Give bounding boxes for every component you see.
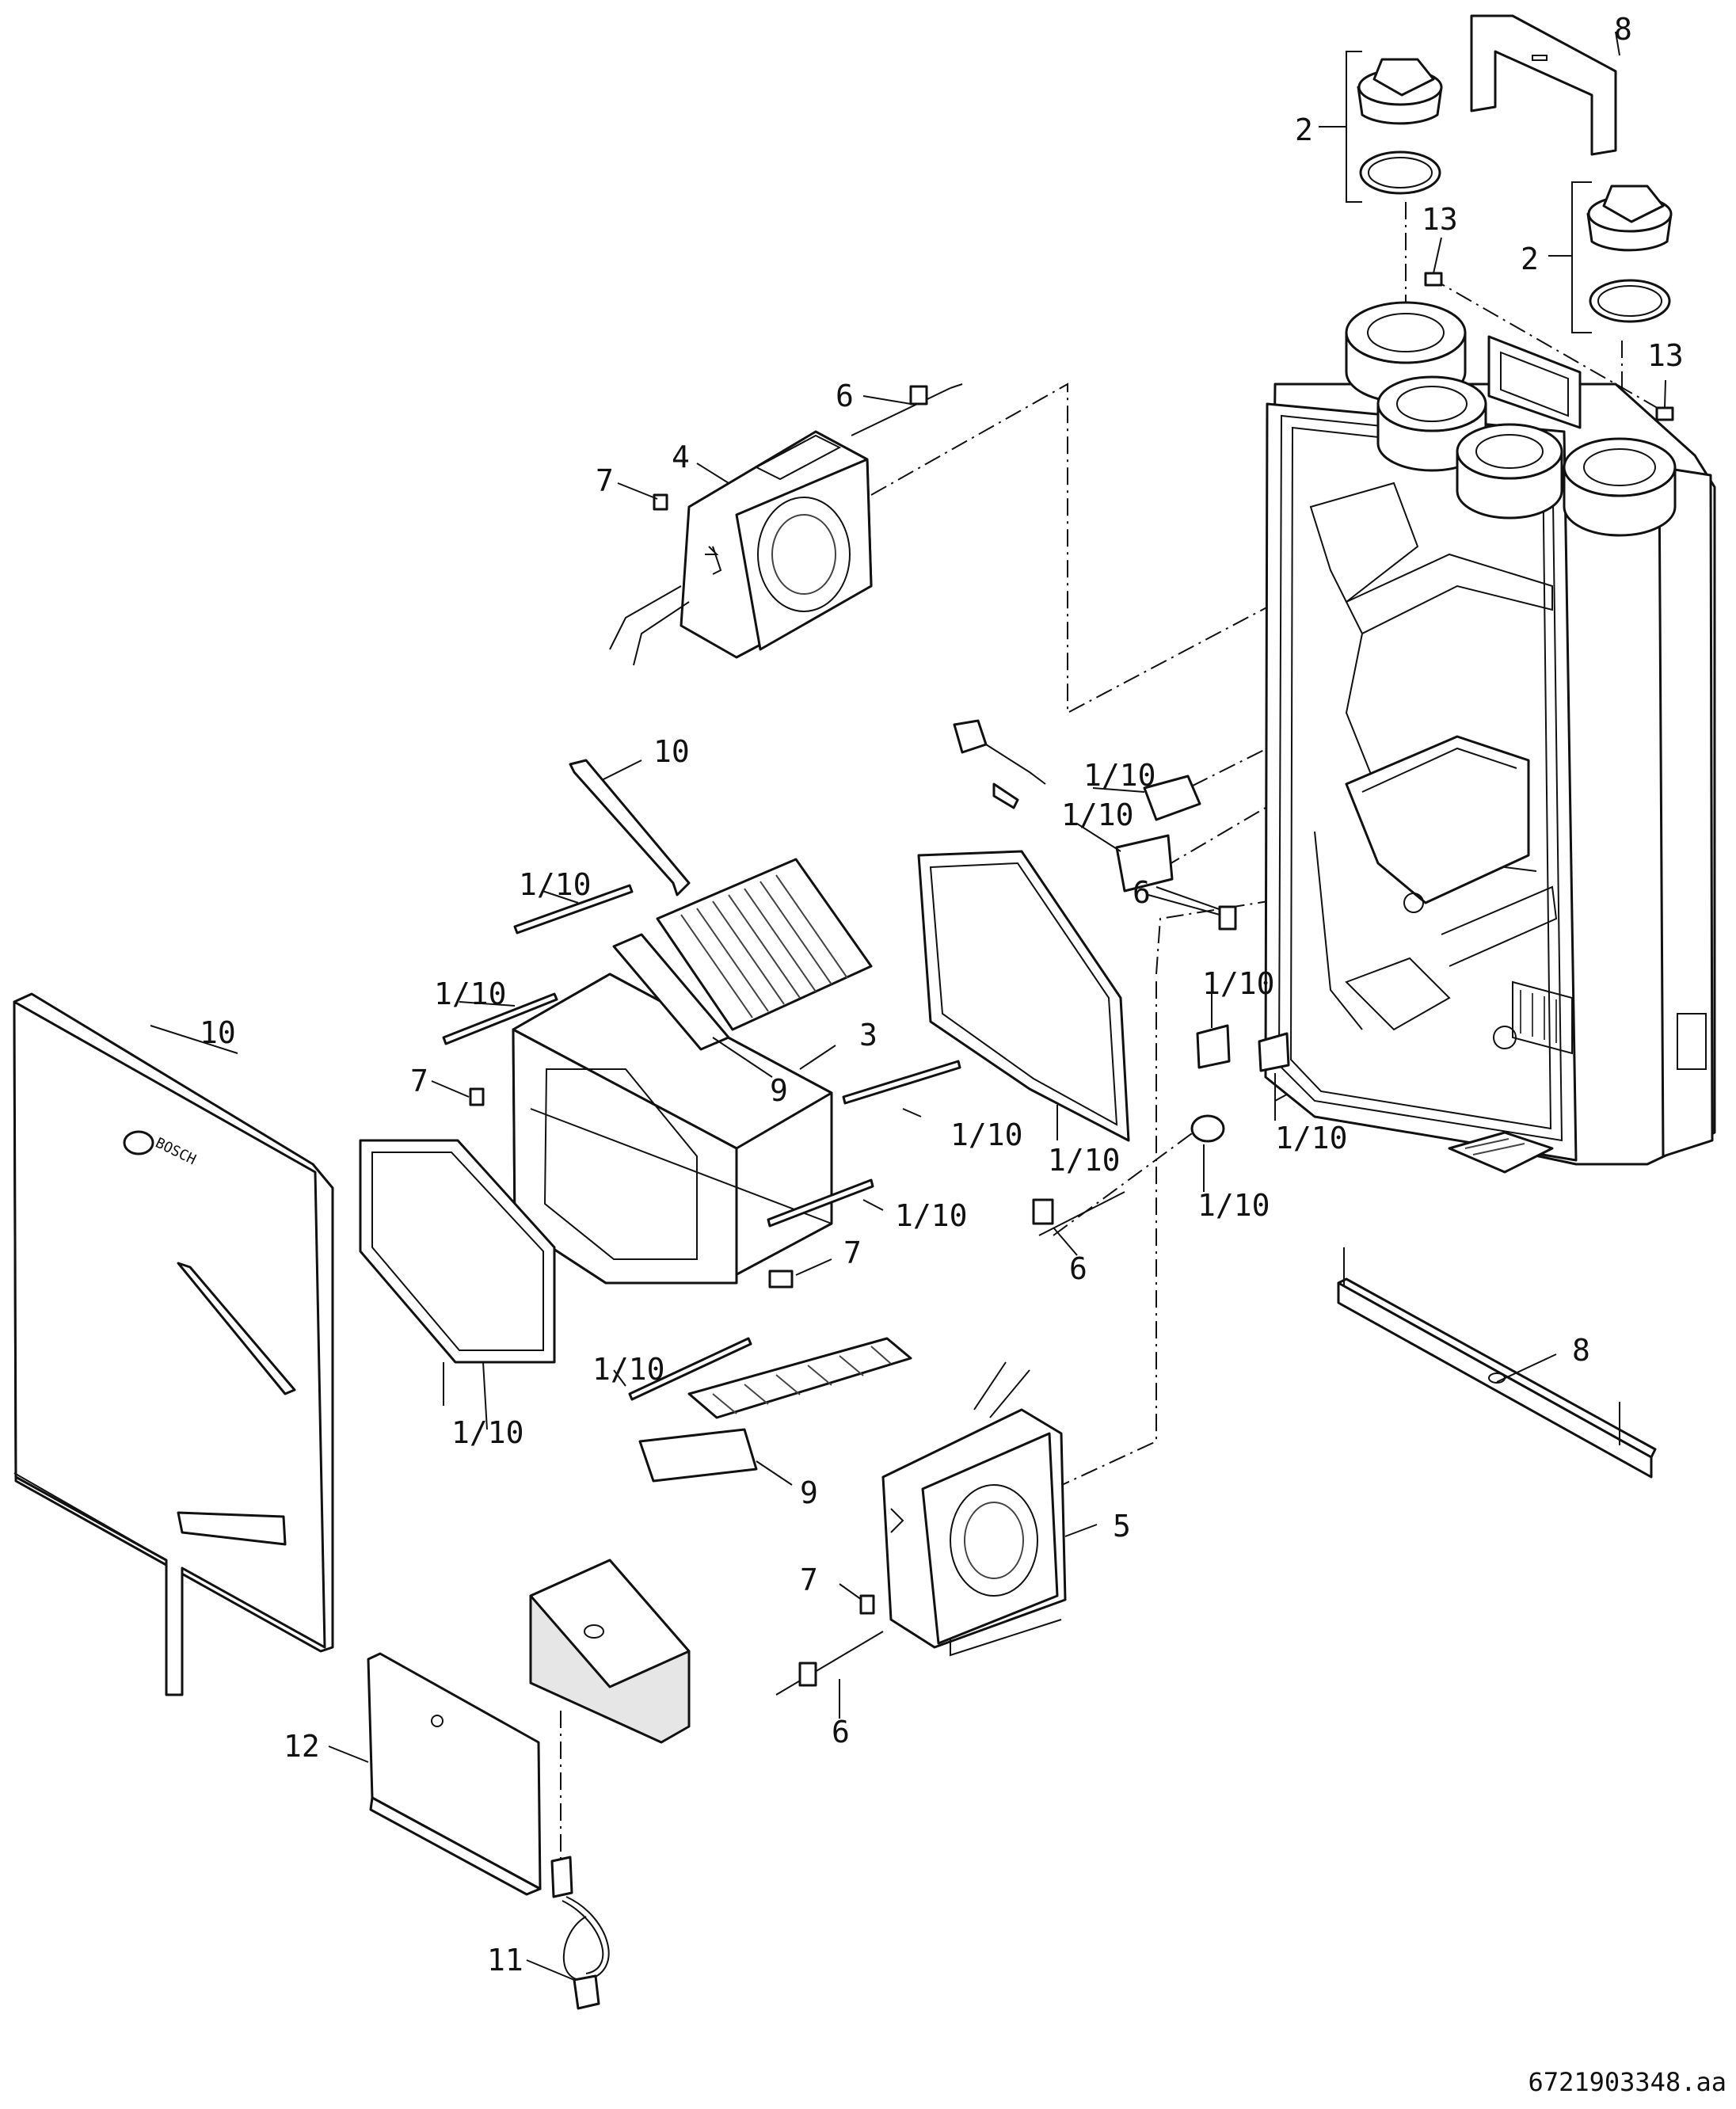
rail-10-top: [569, 759, 691, 897]
seal-frame-right: [917, 850, 1130, 1142]
callout-7-fan4: 7: [596, 463, 614, 498]
callout-13-right: 13: [1647, 338, 1684, 373]
power-cable-11: [550, 1856, 610, 2010]
main-housing: [1264, 301, 1716, 1174]
callout-6-mid: 6: [1133, 875, 1151, 910]
wall-bracket-8-top: [1470, 14, 1617, 156]
pin-13: [1424, 272, 1674, 421]
heat-exchanger-3: [512, 933, 833, 1285]
rods-1: [442, 884, 961, 1401]
callout-8-bottom: 8: [1572, 1333, 1590, 1368]
callout-1-connector-b: 1/10: [1061, 798, 1134, 832]
callout-5: 5: [1113, 1509, 1131, 1544]
connector-parts: [953, 719, 1290, 1236]
callout-10-cover: 10: [200, 1015, 236, 1050]
callout-1-frame: 1/10: [1048, 1143, 1121, 1178]
sensor-6-bottom: [775, 1631, 884, 1696]
filter-bottom: [687, 1337, 912, 1419]
callout-1-rod-d: 1/10: [895, 1198, 968, 1233]
spigot-cap-2-right: [1586, 185, 1673, 323]
wall-bracket-8-bottom: [1337, 1247, 1657, 1479]
callout-11: 11: [487, 1943, 523, 1978]
callout-1-rod-b: 1/10: [434, 976, 507, 1011]
callout-12: 12: [284, 1729, 320, 1764]
callout-6-fan4: 6: [836, 379, 854, 413]
filter-cap-9: [638, 1428, 758, 1483]
filter-top: [656, 858, 873, 1031]
clips-7: [469, 1087, 875, 1615]
callout-1-10: 1/10: [451, 1415, 524, 1450]
callout-10-rail: 10: [653, 734, 690, 769]
callout-7-bottom: 7: [800, 1563, 818, 1597]
callout-9-bottom: 9: [800, 1475, 818, 1510]
callout-1-rod-a: 1/10: [519, 867, 592, 902]
callout-1-grommet: 1/10: [1197, 1188, 1270, 1223]
control-box: [529, 1559, 691, 1744]
callout-4: 4: [672, 440, 690, 474]
callout-9-top: 9: [770, 1073, 788, 1108]
callout-3: 3: [859, 1018, 878, 1053]
callout-1-plug: 1/10: [1202, 966, 1275, 1001]
seal-frame-left: [359, 1139, 556, 1406]
document-id: 6721903348.aa: [1529, 2067, 1726, 2097]
callout-1-rod-c: 1/10: [950, 1117, 1023, 1152]
callout-leaders: [150, 31, 1666, 1981]
callout-6-bottom: 6: [832, 1715, 850, 1749]
callout-8-top: 8: [1614, 12, 1632, 47]
front-cover-10: [13, 992, 334, 1696]
callout-1-terminal: 1/10: [1275, 1121, 1348, 1155]
cover-12: [367, 1652, 542, 1896]
callout-labels: 8 2 13 2 13 6 7 4 10 1/10 1/10 1/10 6 1/…: [200, 12, 1684, 1978]
callout-6-lower: 6: [1069, 1251, 1087, 1286]
fan-unit-5: [881, 1361, 1067, 1657]
callout-1-rod-e: 1/10: [592, 1352, 665, 1387]
spigot-cap-2-left: [1357, 58, 1443, 195]
callout-7-mid: 7: [843, 1235, 862, 1270]
callout-13-top: 13: [1422, 202, 1458, 237]
callout-1-connector-a: 1/10: [1083, 758, 1156, 793]
callout-7-left: 7: [410, 1064, 428, 1098]
callout-2-right: 2: [1521, 242, 1539, 276]
callout-2-left: 2: [1295, 112, 1313, 147]
sensor-6-top: [851, 383, 963, 436]
fan-unit-4: [609, 430, 873, 666]
